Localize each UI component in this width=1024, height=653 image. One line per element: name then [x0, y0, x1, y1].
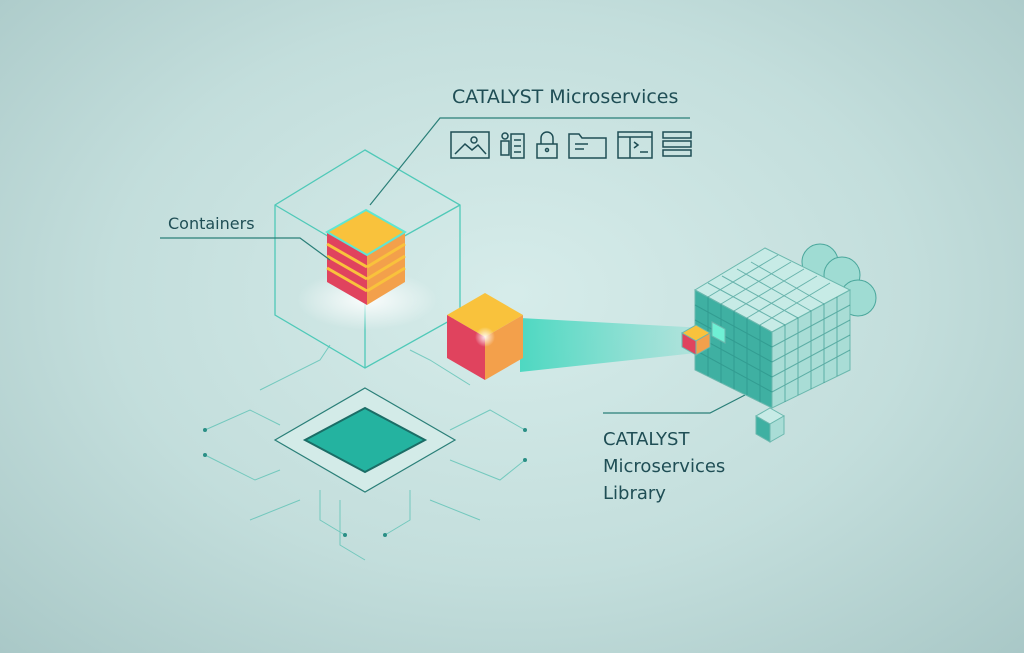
- transfer-beam: [520, 318, 705, 372]
- library-label-line2: Microservices: [603, 456, 726, 477]
- containers-label: Containers: [168, 214, 255, 233]
- image-icon: [450, 131, 490, 159]
- processor-chip: [273, 387, 457, 493]
- microservices-library-cube: [680, 247, 852, 443]
- lock-icon: [536, 131, 558, 159]
- folder-icon: [568, 133, 607, 159]
- microservices-label: CATALYST Microservices: [452, 86, 679, 108]
- library-label: CATALYST Microservices Library: [603, 426, 725, 507]
- user-list-icon: [500, 132, 525, 159]
- library-label-line3: Library: [603, 483, 666, 504]
- microservice-stack: [324, 208, 407, 305]
- circuit-nodes: [203, 428, 527, 537]
- circuit-lines: [204, 344, 526, 561]
- microservice-cube: [447, 293, 523, 380]
- library-label-line1: CATALYST: [603, 429, 690, 450]
- code-window-icon: [617, 131, 653, 159]
- server-rack-icon: [662, 131, 692, 157]
- leader-lines: [160, 117, 746, 414]
